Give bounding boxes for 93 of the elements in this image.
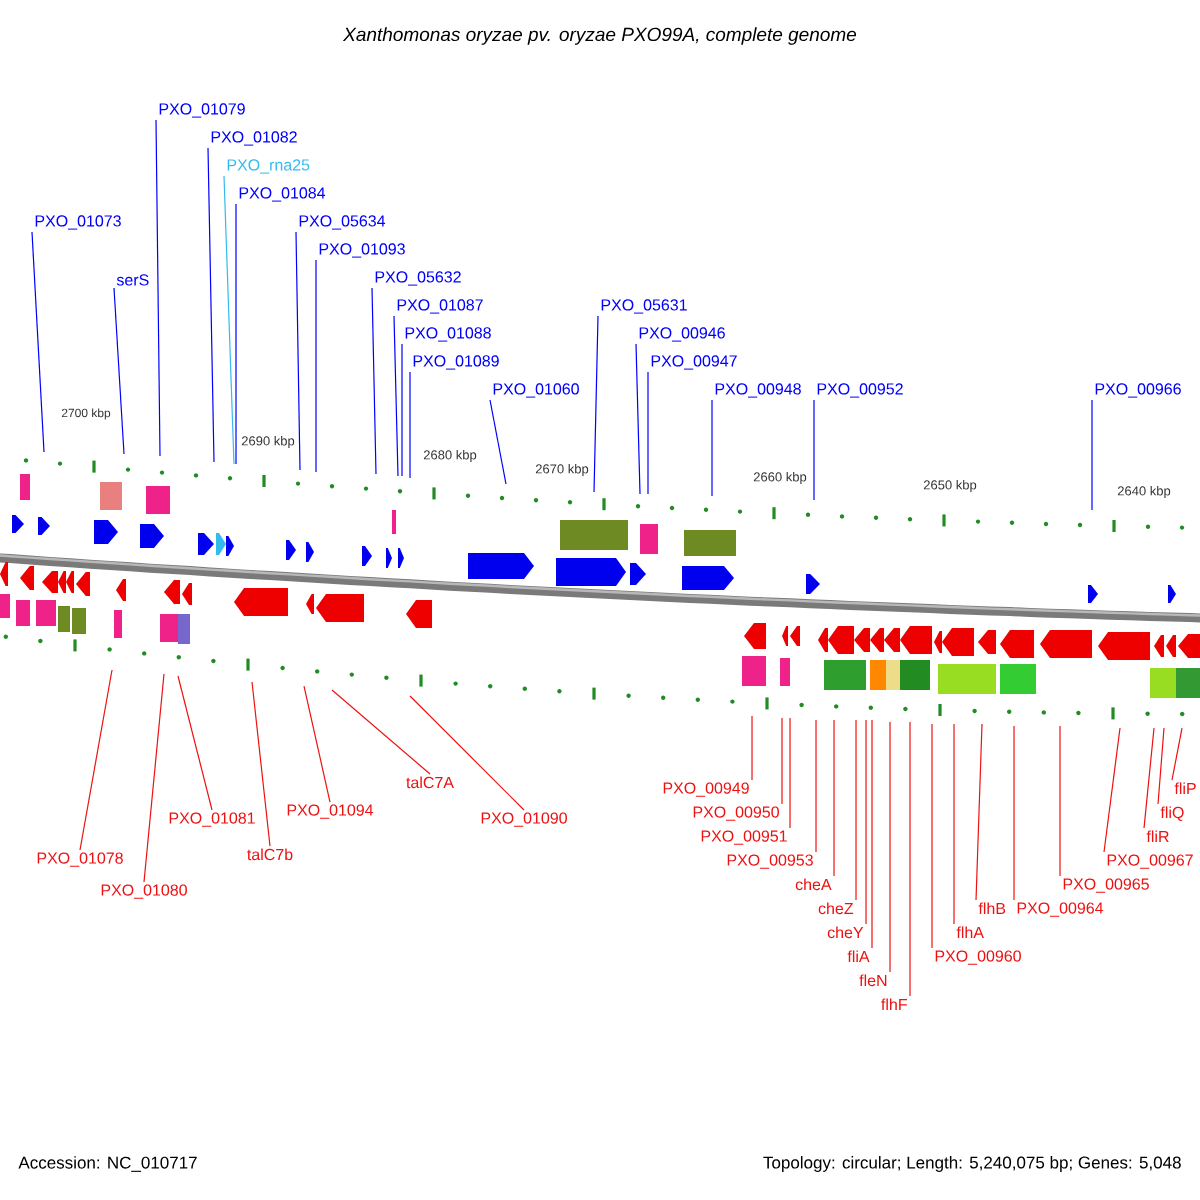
leader-line [815,719,817,853]
leader-line [113,287,125,455]
leader-line [155,119,161,457]
leader-line [177,675,213,811]
gene-label: PXO_00967 [1107,854,1193,869]
leader-line [909,721,911,997]
gene-label: cheA [795,878,832,891]
leader-line [1103,727,1121,853]
gene-label: PXO_01090 [481,812,567,827]
leader-line [207,147,215,463]
leader-line [409,371,411,479]
leader-line [235,203,237,465]
leader-line [889,721,891,973]
leader-line [1059,725,1061,877]
gene-label: PXO_01060 [493,383,579,398]
leader-line [865,719,867,925]
gene-label: PXO_00951 [701,830,787,845]
leader-line [1171,727,1183,781]
gene-label: PXO_01094 [287,804,374,819]
leader-line [1157,727,1165,805]
leader-line [31,231,45,453]
gene-label: fleN [859,974,887,987]
gene-label: PXO_00965 [1063,878,1149,893]
gene-label: PXO_00964 [1017,902,1104,917]
gene-label: PXO_01078 [37,852,123,867]
gene-label: cheY [827,926,864,939]
leader-line [931,723,933,949]
leader-line [647,371,649,495]
leader-line [223,175,235,465]
leader-line [711,399,713,497]
leader-line [813,399,815,501]
leader-line [79,669,113,851]
gene-label: talC7b [247,848,293,861]
gene-label: PXO_01084 [239,187,326,202]
gene-label: talC7A [406,776,454,789]
leader-line [409,695,525,811]
leader-line [371,287,377,475]
gene-label: flhF [881,998,907,1010]
gene-label: PXO_05632 [375,271,461,286]
gene-label: PXO_01081 [169,812,255,827]
leader-line [593,315,599,493]
leader-line [143,673,165,883]
leader-line [953,723,955,925]
leader-line [401,343,403,477]
leader-line [295,231,301,471]
leader-line [751,715,753,781]
gene-label: fliP [1174,782,1196,794]
gene-label: PXO_01079 [159,103,245,118]
gene-label: PXO_01082 [211,131,297,146]
gene-label: PXO_00952 [817,383,903,398]
gene-label: PXO_01080 [101,884,187,899]
leader-line [975,723,983,901]
gene-label: PXO_05631 [601,299,687,314]
gene-label: serS [116,274,149,286]
leader-line [489,399,507,485]
leader-line [303,685,331,803]
gene-label: PXO_05634 [299,215,386,230]
footer-text: Accession: NC_010717 [18,1156,197,1172]
leader-line [315,259,317,473]
gene-label: PXO_00960 [935,950,1021,965]
gene-label: flhB [978,902,1006,914]
gene-label: PXO_00946 [639,327,725,342]
gene-label: PXO_01087 [397,299,483,314]
leader-line [251,681,271,847]
leader-line [871,719,873,949]
gene-label: fliQ [1160,806,1184,821]
leader-line [781,717,783,805]
leader-line [1143,727,1155,829]
gene-label: PXO_00948 [715,383,801,398]
gene-label: PXO_01073 [35,215,121,230]
leader-line [855,719,857,901]
gene-label: PXO_00950 [693,806,779,821]
gene-label: PXO_00949 [663,782,749,797]
gene-label: PXO_00966 [1095,383,1181,398]
gene-label: cheZ [818,902,854,915]
gene-label: PXO_00953 [727,854,813,869]
gene-label: PXO_01089 [413,355,499,370]
gene-label: flhA [956,926,984,938]
gene-label: PXO_01093 [319,243,405,258]
leader-line [1091,399,1093,511]
leader-line [1013,725,1015,901]
footer-text: Topology: circular; Length: 5,240,075 bp; Genes: 5,048 [763,1156,1181,1172]
leader-line [789,717,791,829]
gene-label: PXO_rna25 [227,159,310,174]
leader-line [393,315,399,477]
gene-label: PXO_00947 [651,355,737,370]
gene-label: fliA [847,950,870,962]
title: Xanthomonas oryzae pv. oryzae PXO99A, complete genome [342,27,857,45]
leader-line [833,719,835,877]
gene-label: PXO_01088 [405,327,491,342]
gene-label: fliR [1146,830,1169,842]
leader-line [635,343,641,495]
leader-line [331,689,431,775]
